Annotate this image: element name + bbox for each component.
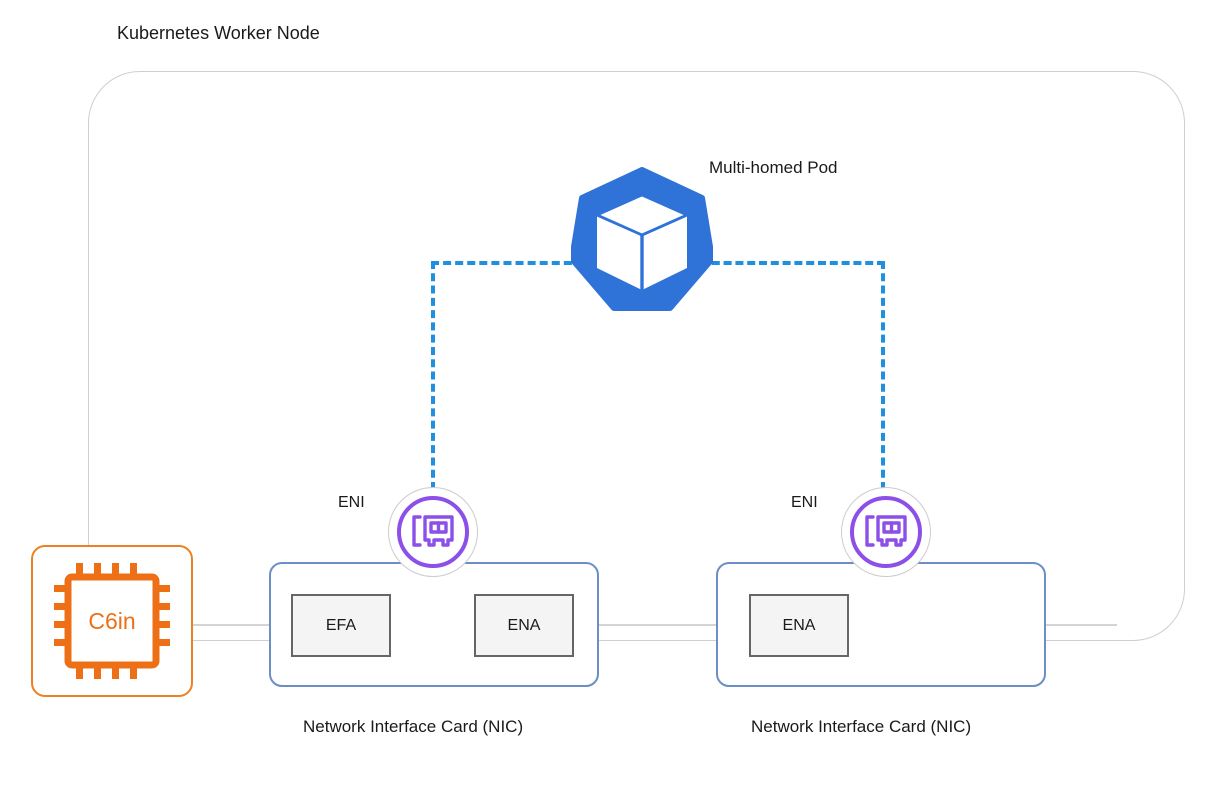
eni-badge-2[interactable] (841, 487, 931, 577)
c6in-instance-box[interactable]: C6in (31, 545, 193, 697)
cpu-chip-icon: C6in (54, 563, 170, 679)
wire-nic2-to-node-edge (1045, 624, 1117, 626)
pod-link-left-horizontal (431, 261, 596, 265)
eni-ring-2 (850, 496, 922, 568)
pod-label: Multi-homed Pod (709, 158, 838, 177)
eni-ring-1 (397, 496, 469, 568)
pod-link-right-horizontal (700, 261, 885, 265)
eni-label-2: ENI (791, 494, 818, 511)
kubernetes-pod-icon (569, 167, 715, 315)
wire-cpu-to-nic1 (193, 624, 271, 626)
interface-ena-nic1[interactable]: ENA (474, 594, 574, 657)
nic-label-2: Network Interface Card (NIC) (751, 717, 972, 736)
network-interface-card-icon (865, 515, 907, 547)
pod-link-right-vertical (881, 261, 885, 490)
c6in-instance-label: C6in (88, 608, 135, 634)
eni-label-1: ENI (338, 494, 365, 511)
interface-efa[interactable]: EFA (291, 594, 391, 657)
worker-node-title: Kubernetes Worker Node (117, 23, 320, 43)
worker-node-boundary (88, 71, 1185, 641)
nic-label-1: Network Interface Card (NIC) (303, 717, 524, 736)
interface-ena-nic2[interactable]: ENA (749, 594, 849, 657)
eni-badge-1[interactable] (388, 487, 478, 577)
network-interface-card-icon (412, 515, 454, 547)
wire-nic1-to-nic2 (598, 624, 717, 626)
pod-link-left-vertical (431, 261, 435, 490)
